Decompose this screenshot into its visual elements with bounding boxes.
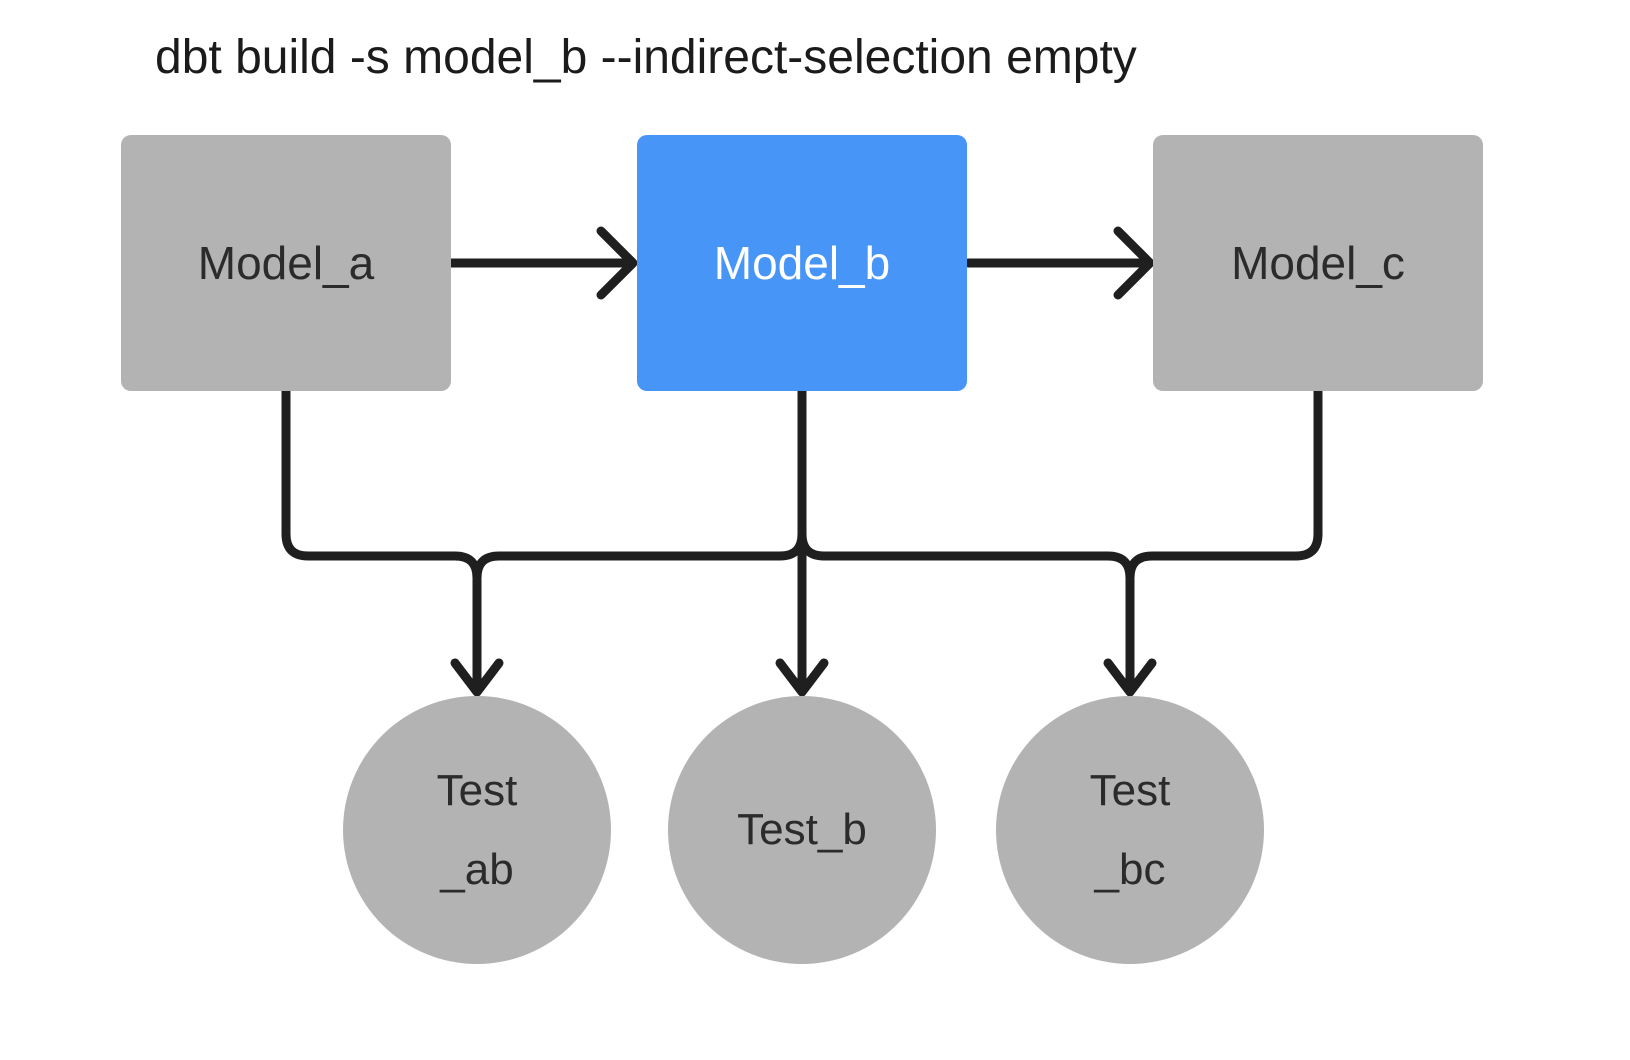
arrowhead-down-icon (775, 658, 829, 697)
node-model-a-label: Model_a (197, 237, 375, 289)
node-test-ab-label-line: _ab (440, 845, 514, 894)
edge-model-a-to-test-ab (281, 385, 482, 691)
node-model-c-label: Model_c (1231, 237, 1405, 289)
node-model-c: Model_c (1153, 135, 1483, 391)
edge-model-b-to-test-ab (472, 387, 807, 691)
arrowhead-down-icon (450, 658, 504, 697)
node-test-b: Test_b (668, 696, 936, 964)
node-model-a: Model_a (121, 135, 451, 391)
node-test-ab: Test _ab (343, 696, 611, 964)
node-test-ab-label-line: Test (436, 765, 518, 815)
node-model-b: Model_b (637, 135, 967, 391)
node-test-bc-label-line: Test (1089, 765, 1171, 815)
page-title: dbt build -s model_b --indirect-selectio… (155, 31, 1137, 84)
node-test-bc-label-line: _bc (1094, 845, 1166, 894)
edge-model-b-to-test-bc (797, 387, 1135, 691)
arrowhead-right-icon (596, 226, 638, 300)
edge-model-c-to-test-bc (1125, 385, 1323, 691)
arrowhead-down-icon (1103, 658, 1157, 697)
node-model-b-label: Model_b (713, 237, 891, 289)
node-test-b-label-line: Test_b (737, 805, 867, 855)
node-test-bc: Test _bc (996, 696, 1264, 964)
arrowhead-right-icon (1113, 226, 1155, 300)
